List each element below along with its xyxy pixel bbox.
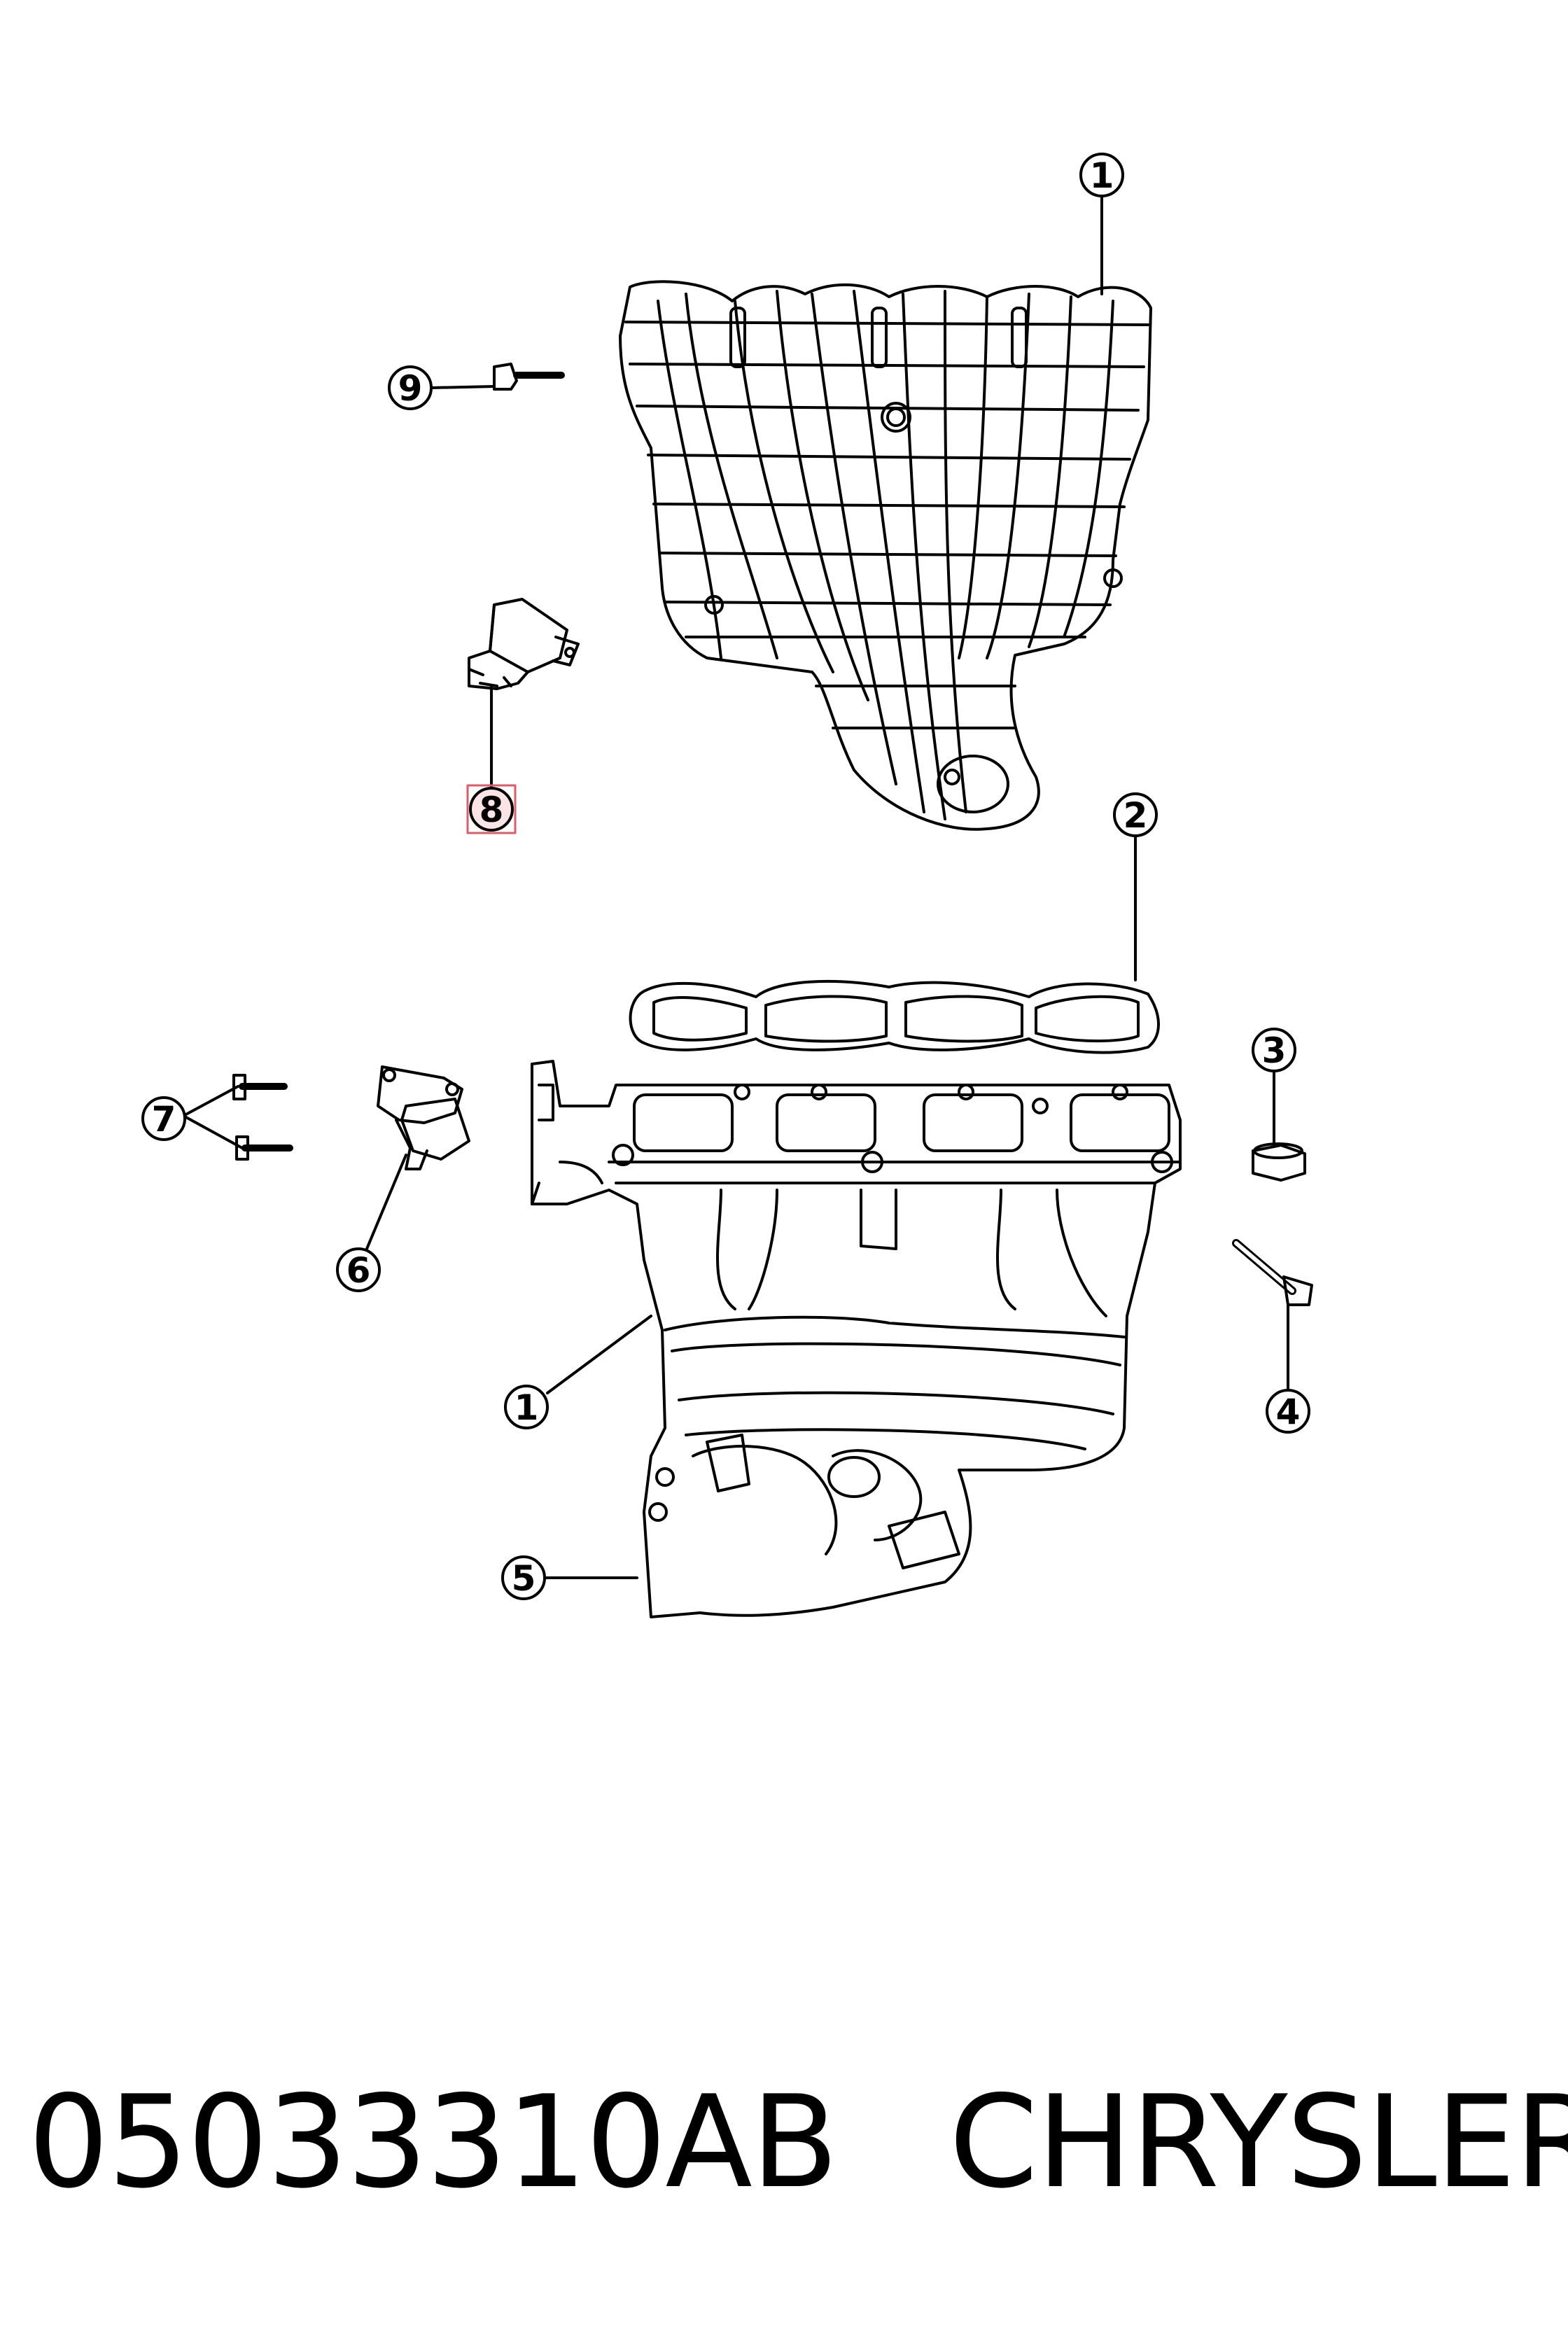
callout-9[interactable]: 9 bbox=[388, 365, 433, 410]
intake-manifold-exploded-diagram: 1 2 3 4 1 5 6 7 8 9 bbox=[141, 153, 1313, 1618]
cover-bolt bbox=[493, 363, 565, 391]
callout-4-label: 4 bbox=[1276, 1392, 1301, 1432]
brand-name: CHRYSLER bbox=[948, 2068, 1568, 2216]
callout-7[interactable]: 7 bbox=[141, 1096, 186, 1141]
upper-manifold-cover bbox=[619, 280, 1152, 831]
callout-7-label: 7 bbox=[152, 1099, 176, 1140]
callout-8-label: 8 bbox=[479, 790, 504, 830]
callout-5[interactable]: 5 bbox=[501, 1555, 546, 1600]
callout-8-highlighted[interactable]: 8 bbox=[466, 784, 517, 834]
callout-1-lower-label: 1 bbox=[514, 1387, 539, 1428]
leader-lines bbox=[182, 195, 1289, 1579]
callout-4[interactable]: 4 bbox=[1266, 1389, 1310, 1434]
callout-3-label: 3 bbox=[1262, 1030, 1287, 1071]
callout-6[interactable]: 6 bbox=[336, 1247, 381, 1292]
short-bolts-pair bbox=[232, 1074, 293, 1161]
callout-9-label: 9 bbox=[398, 368, 423, 409]
callout-2-label: 2 bbox=[1124, 795, 1148, 836]
intake-manifold-body bbox=[531, 1060, 1182, 1618]
long-bolt bbox=[1232, 1239, 1313, 1306]
part-caption: 05033310AB CHRYSLER bbox=[28, 2051, 1568, 2233]
callout-1-upper-label: 1 bbox=[1090, 155, 1114, 196]
sensor-with-bracket bbox=[377, 1065, 470, 1170]
callout-6-label: 6 bbox=[346, 1250, 371, 1291]
callout-5-label: 5 bbox=[512, 1558, 536, 1599]
callout-1-lower[interactable]: 1 bbox=[504, 1385, 549, 1429]
callout-2[interactable]: 2 bbox=[1113, 792, 1158, 837]
callout-3[interactable]: 3 bbox=[1252, 1028, 1296, 1072]
flange-nut bbox=[1252, 1142, 1306, 1182]
map-sensor bbox=[468, 598, 580, 690]
callout-1-upper[interactable]: 1 bbox=[1079, 153, 1124, 197]
part-number: 05033310AB bbox=[28, 2068, 839, 2216]
manifold-gasket bbox=[629, 979, 1160, 1054]
